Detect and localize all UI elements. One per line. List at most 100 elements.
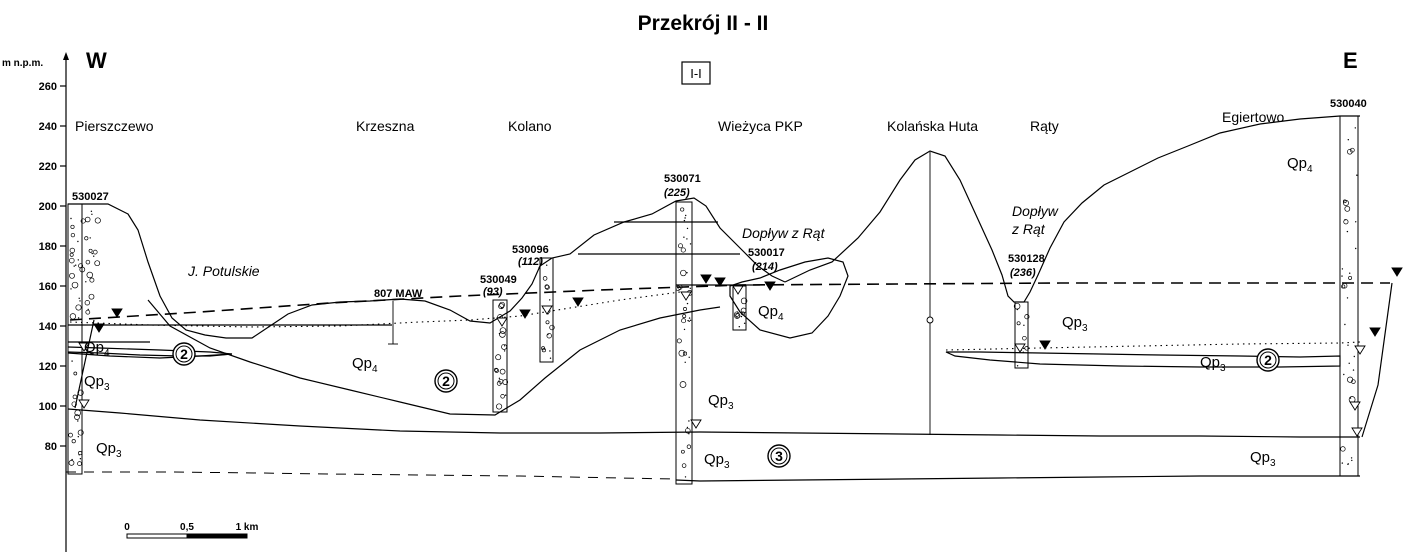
sand-symbol [688, 420, 690, 422]
qp3-boundary-top [67, 408, 1360, 438]
gravel-symbol [85, 259, 91, 265]
well-label-530096: 530096 [512, 244, 549, 256]
axis-tick-label: 240 [39, 121, 57, 133]
gravel-symbol [494, 368, 499, 373]
sand-symbol [686, 426, 689, 429]
water-level-filled-icon [764, 281, 776, 291]
gravel-symbol [86, 271, 94, 279]
cross-reference-label: I-I [690, 66, 702, 81]
sand-symbol [686, 227, 689, 230]
gravel-symbol [545, 320, 550, 325]
gravel-symbol [549, 324, 555, 331]
gravel-symbol [498, 378, 504, 384]
sand-symbol [71, 458, 73, 461]
gravel-symbol [544, 284, 550, 289]
water-level-open-icon [690, 419, 702, 429]
sand-symbol [683, 219, 686, 222]
water-table-dotted-east [945, 341, 1361, 351]
strat-label: Qp3 [96, 440, 122, 460]
strat-label: Qp3 [1062, 314, 1088, 334]
gravel-symbol [78, 263, 84, 269]
gravel-symbol [1347, 376, 1354, 383]
terrain-surface-west [68, 197, 786, 339]
sand-symbol [1353, 355, 1356, 358]
sand-symbol [1351, 459, 1353, 462]
water-table-lines [66, 282, 1390, 480]
sand-symbol [77, 436, 80, 438]
gravel-symbol [69, 257, 75, 264]
water-level-open-icon [78, 399, 90, 409]
gravel-symbol [678, 349, 686, 357]
gravel-symbol [1013, 302, 1021, 310]
sand-symbol [1349, 272, 1351, 274]
sand-symbol [70, 217, 72, 220]
direction-east: E [1343, 48, 1358, 73]
sand-symbol [77, 259, 80, 261]
gravel-symbol [1341, 284, 1346, 289]
gravel-symbol [546, 333, 552, 339]
axis-tick-label: 100 [39, 401, 57, 413]
gravel-symbol [73, 371, 78, 376]
well-depth-530128: (236) [1010, 267, 1036, 279]
gravel-symbol [69, 252, 74, 257]
gravel-symbol [499, 301, 505, 308]
gravel-symbol [77, 389, 84, 396]
gravel-symbol [92, 249, 98, 255]
gravel-symbol [84, 216, 91, 223]
gravel-symbol [680, 269, 687, 277]
sand-symbol [1347, 344, 1349, 346]
gravel-symbol [501, 343, 508, 350]
gravel-symbol [70, 232, 76, 238]
sand-symbol [1352, 369, 1355, 371]
stream-label-1: Dopływ z Rąt [742, 225, 826, 241]
well-label-807-maw: 807 MAW [374, 288, 423, 300]
sand-symbol [688, 433, 690, 435]
gravel-symbol [677, 284, 683, 290]
gravel-symbol [498, 303, 505, 310]
water-level-filled-icon [111, 308, 123, 318]
aquifer-markers: 2 2 3 2 [172, 342, 1280, 468]
water-level-filled-icon [714, 277, 726, 287]
gravel-symbol [85, 309, 91, 315]
water-level-open-icon [1014, 343, 1026, 353]
cross-reference-box: I-I [681, 61, 711, 85]
gravel-symbol [94, 217, 101, 224]
sand-symbol [1346, 230, 1349, 233]
gravel-symbol [84, 300, 90, 306]
well-label-530071: 530071 [664, 173, 701, 185]
scale-bar: 0 0,5 1 km [124, 522, 259, 539]
aquifer-2-west: 2 [180, 346, 188, 362]
gravel-symbol [72, 394, 78, 400]
gravel-symbol [1342, 199, 1347, 204]
gravel-symbol [741, 311, 745, 316]
sand-symbol [546, 264, 548, 266]
strat-label: Qp3 [84, 373, 110, 393]
terrain-surface-east [784, 115, 1360, 303]
water-level-open-icon [78, 342, 90, 352]
gravel-symbol [1016, 321, 1021, 326]
sand-symbol [1355, 221, 1357, 223]
gravel-symbol [499, 331, 506, 338]
aquifer-3: 3 [775, 448, 783, 464]
gravel-symbol [681, 318, 687, 324]
sand-symbol [504, 394, 507, 396]
axis-tick-label: 220 [39, 161, 57, 173]
gravel-symbol [1348, 275, 1353, 280]
gravel-symbol [541, 348, 546, 353]
well-530128-casing [1014, 301, 1029, 369]
sand-symbol [90, 210, 93, 212]
sand-symbol [549, 299, 551, 301]
sand-symbol [740, 315, 743, 318]
sand-symbol [93, 255, 95, 257]
water-table-dotted-west [69, 291, 681, 328]
gravel-symbol [683, 307, 687, 311]
well-label-530040: 530040 [1330, 98, 1367, 110]
place-kolanska-huta: Kolańska Huta [887, 118, 978, 134]
sand-symbol [686, 272, 688, 274]
sand-symbol [689, 319, 692, 321]
gravel-symbol [1344, 205, 1351, 212]
direction-west: W [86, 48, 107, 73]
gravel-symbol [740, 307, 747, 314]
gravel-symbol [88, 293, 95, 300]
strat-label: Qp4 [758, 303, 784, 323]
